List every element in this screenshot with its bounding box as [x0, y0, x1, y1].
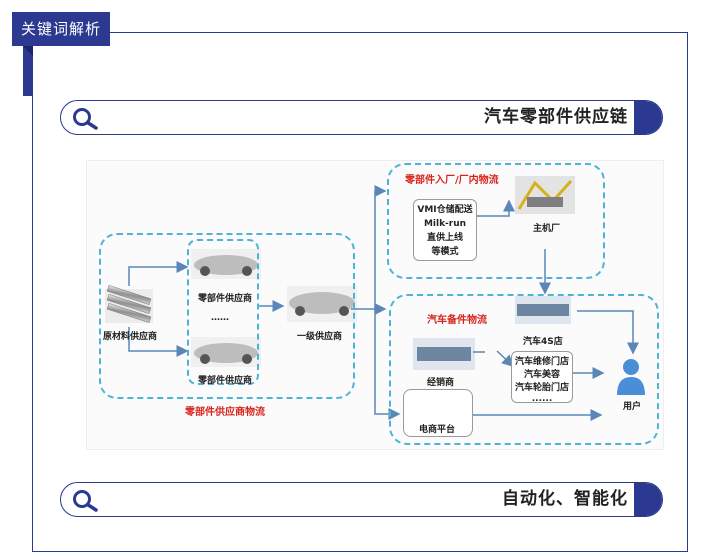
parts-supplier-group: [99, 233, 355, 399]
keyword-tab: 关键词解析: [12, 12, 110, 46]
parts-supplier-column: [187, 239, 259, 385]
inbound-modes-box: [413, 199, 477, 261]
factory-image: [515, 176, 575, 214]
store-4s-image: [515, 296, 571, 324]
store-4s-label: 汽车4S店: [523, 337, 563, 347]
car-chassis-image-top: [191, 249, 261, 279]
section-title: 汽车零部件供应链: [484, 107, 628, 127]
raw-supplier-label: 原材料供应商: [103, 332, 158, 342]
ecommerce-label: 电商平台: [419, 425, 456, 435]
ellipsis-label: ……: [211, 313, 229, 323]
user-icon: [617, 359, 645, 395]
section-title-bar-supply-chain: 汽车零部件供应链: [60, 100, 663, 135]
car-chassis-image-tier1: [287, 286, 357, 322]
section-title: 自动化、智能化: [502, 489, 628, 509]
supply-chain-diagram: e 原材料供应商 零部件供应商: [86, 160, 664, 450]
car-chassis-image-bottom: [191, 337, 261, 367]
direct-label: 直供上线: [426, 233, 463, 243]
ecommerce-box: [403, 389, 473, 437]
vmi-label: VMI仓储配送: [417, 205, 473, 215]
section-bar-cap: [634, 101, 662, 134]
steel-bars-image: [105, 285, 153, 323]
magnifier-icon: [73, 108, 98, 130]
user-label: 用户: [623, 402, 642, 412]
inbound-logistics-group: [387, 163, 605, 279]
parts-supplier-top-label: 零部件供应商: [198, 294, 253, 304]
parts-supplier-bottom-label: 零部件供应商: [198, 376, 253, 386]
dealer-image: [413, 338, 475, 370]
section-bar-cap: [634, 483, 662, 516]
beauty-label: 汽车美容: [523, 370, 560, 380]
magnifier-icon: [73, 490, 98, 512]
oem-label: 主机厂: [533, 224, 561, 234]
dots-label: ......: [531, 394, 553, 404]
aftermarket-logistics-label: 汽车备件物流: [427, 315, 487, 326]
keyword-tab-fold: [23, 46, 33, 56]
diagram-graphics: e: [105, 176, 645, 421]
inbound-logistics-label: 零部件入厂/厂内物流: [405, 175, 499, 186]
dealer-label: 经销商: [427, 378, 455, 388]
section-title-bar-automation: 自动化、智能化: [60, 482, 663, 517]
repair-shops-box: [511, 351, 573, 403]
etc-label: 等模式: [431, 247, 459, 257]
tire-label: 汽车轮胎门店: [514, 383, 569, 393]
parts-logistics-label: 零部件供应商物流: [185, 407, 265, 418]
repair-label: 汽车维修门店: [514, 357, 569, 367]
keyword-tab-stem: [23, 46, 33, 96]
tier1-label: 一级供应商: [297, 332, 343, 342]
milkrun-label: Milk-run: [423, 219, 467, 229]
aftermarket-logistics-group: [389, 294, 659, 445]
